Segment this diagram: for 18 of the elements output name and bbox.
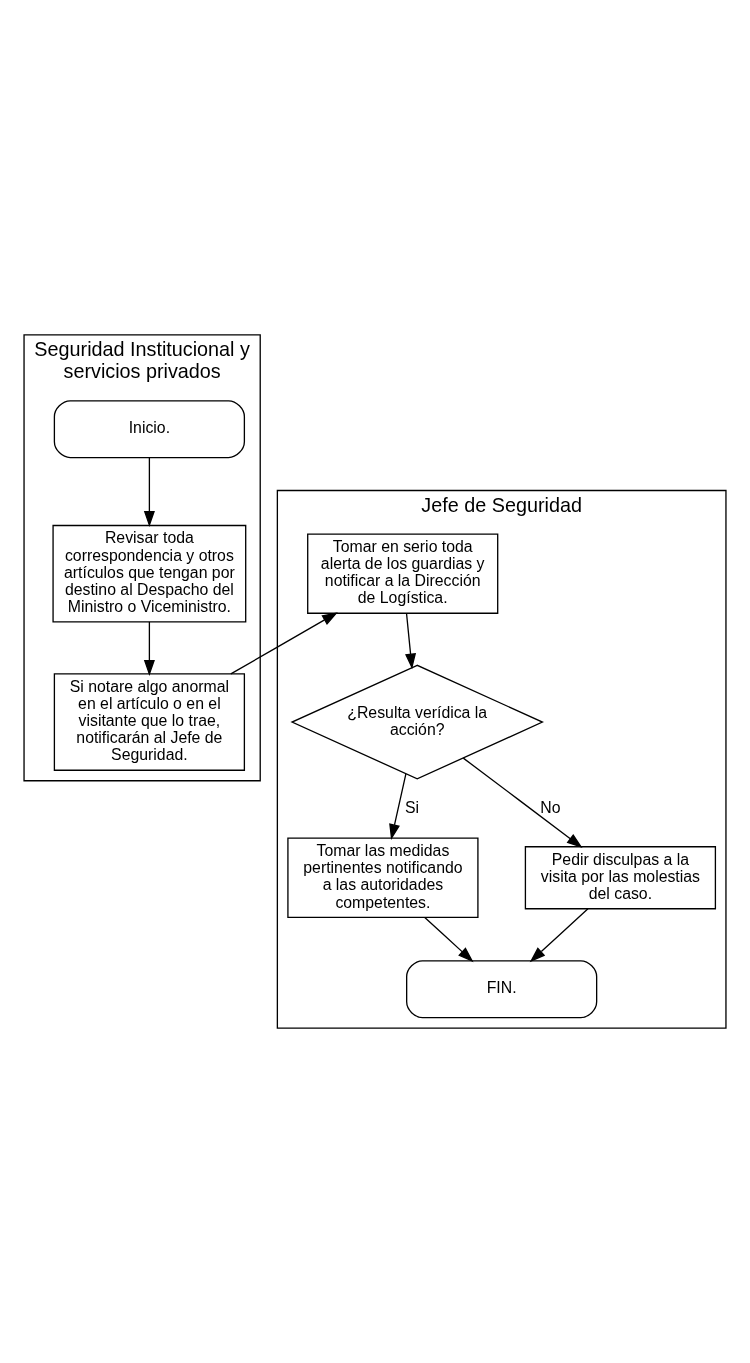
arrow [462, 757, 583, 848]
edge-label: Si [404, 798, 419, 816]
arrow [405, 612, 417, 670]
arrow [389, 773, 407, 840]
arrow [143, 621, 155, 676]
node-box: Tomar las medidas pertinentes notificando a las autoridades competentes. [287, 837, 479, 918]
arrow [143, 457, 155, 527]
node-box: Revisar toda correspondencia y otros artículos que tengan por destino al Despacho del Ministro o Viceministro. [52, 524, 247, 623]
node-box: Si notare algo anormal en el artículo o en el visitante que lo trae, notificarán al Jefe de Seguridad. [53, 673, 246, 771]
node-diamond: ¿Resulta verídica la acción? [290, 664, 544, 780]
node-box: Inicio. [53, 400, 246, 459]
node-box: FIN. [406, 960, 598, 1019]
edge-label: No [540, 798, 561, 816]
arrow [230, 612, 338, 675]
arrow [424, 916, 474, 963]
node-box: Tomar en serio toda alerta de los guardias y notificar a la Dirección de Logística. [307, 533, 499, 614]
node-box: Pedir disculpas a la visita por las molestias del caso. [524, 846, 717, 910]
arrow [529, 908, 589, 963]
